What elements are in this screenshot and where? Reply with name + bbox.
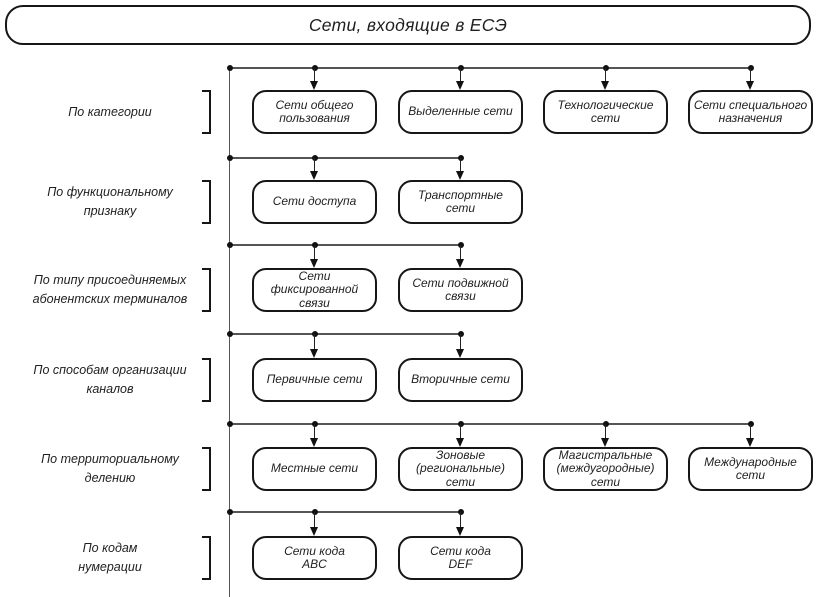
category-label: По способам организации каналов [33,363,187,396]
down-arrow-icon [746,438,754,447]
category-label: По кодам нумерации [78,541,142,574]
branch-line [228,157,461,159]
down-arrow-icon [310,81,318,90]
category-bracket [202,358,211,402]
down-arrow-icon [456,81,464,90]
arrow-line [459,334,462,350]
junction-dot [226,155,233,161]
arrow-line [313,68,316,82]
node-box: Транспортные сети [398,180,523,224]
node-box: Первичные сети [252,358,377,402]
category-label: По функциональному признаку [47,185,173,218]
down-arrow-icon [310,259,318,268]
node-box: Зоновые (региональные) сети [398,447,523,491]
down-arrow-icon [456,171,464,180]
node-label: Сети подвижной связи [412,275,509,303]
junction-dot [226,242,233,248]
down-arrow-icon [746,81,754,90]
title-box: Сети, входящие в ЕСЭ [5,5,811,45]
node-label: Магистральные (междугородные) сети [556,447,655,489]
arrow-line [459,68,462,82]
down-arrow-icon [456,259,464,268]
arrow-line [459,512,462,528]
node-label: Первичные сети [266,372,363,387]
diagram-title: Сети, входящие в ЕСЭ [308,14,508,35]
arrow-line [313,334,316,350]
branch-line [228,511,461,513]
category-label: По типу присоединяемых абонентских терми… [32,273,188,306]
node-box: Сети подвижной связи [398,268,523,312]
arrow-line [313,512,316,528]
category-label: По категории [68,104,152,119]
arrow-line [459,424,462,439]
node-label: Международные сети [704,454,797,482]
branch-line [228,67,751,69]
arrow-line [459,158,462,172]
node-box: Сети кода ABC [252,536,377,580]
node-box: Сети специального назначения [688,90,813,134]
branch-line [228,423,751,425]
down-arrow-icon [601,81,609,90]
junction-dot [226,331,233,337]
node-label: Сети специального назначения [693,97,808,125]
node-box: Сети доступа [252,180,377,224]
category-bracket [202,268,211,312]
down-arrow-icon [456,438,464,447]
category-bracket [202,447,211,491]
arrow-line [313,245,316,260]
node-box: Вторичные сети [398,358,523,402]
node-label: Сети общего пользования [275,97,354,125]
branch-line [228,244,461,246]
node-label: Местные сети [270,461,359,476]
node-label: Зоновые (региональные) сети [416,447,505,489]
down-arrow-icon [310,349,318,358]
arrow-line [313,158,316,172]
node-box: Выделенные сети [398,90,523,134]
branch-line [228,333,461,335]
arrow-line [604,68,607,82]
node-label: Вторичные сети [411,372,510,387]
arrow-line [604,424,607,439]
down-arrow-icon [601,438,609,447]
arrow-line [749,424,752,439]
junction-dot [226,509,233,515]
node-box: Магистральные (междугородные) сети [543,447,668,491]
category-bracket [202,536,211,580]
node-box: Сети общего пользования [252,90,377,134]
down-arrow-icon [310,171,318,180]
arrow-line [459,245,462,260]
down-arrow-icon [310,438,318,447]
down-arrow-icon [456,349,464,358]
node-label: Сети кода DEF [430,543,491,571]
junction-dot [226,421,233,427]
arrow-line [313,424,316,439]
junction-dot [226,65,233,71]
category-bracket [202,180,211,224]
node-label: Сети доступа [272,194,357,209]
node-label: Технологические сети [557,97,654,125]
node-box: Сети фиксированной связи [252,268,377,312]
node-box: Сети кода DEF [398,536,523,580]
node-box: Местные сети [252,447,377,491]
arrow-line [749,68,752,82]
node-label: Сети кода ABC [284,543,345,571]
node-label: Транспортные сети [418,187,503,215]
category-label: По территориальному делению [41,452,179,485]
down-arrow-icon [456,527,464,536]
node-box: Технологические сети [543,90,668,134]
category-bracket [202,90,211,134]
down-arrow-icon [310,527,318,536]
node-box: Международные сети [688,447,813,491]
node-label: Сети фиксированной связи [270,268,359,310]
node-label: Выделенные сети [408,104,513,119]
